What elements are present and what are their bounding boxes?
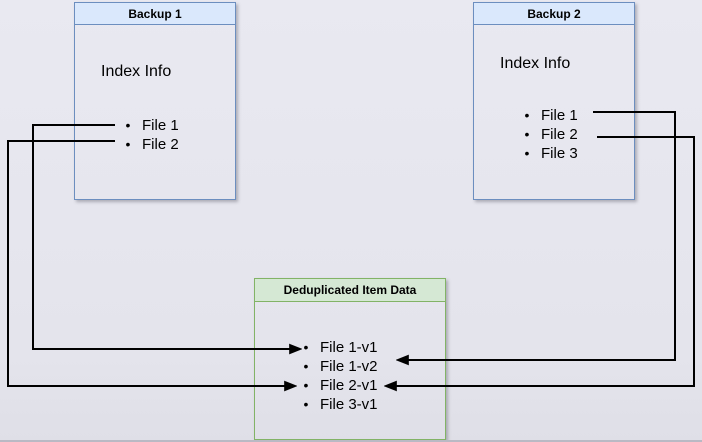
file-list-item: • File 1-v2	[299, 357, 378, 376]
file-list-item: • File 3	[520, 144, 578, 163]
bullet-icon: •	[125, 117, 131, 133]
file-label: File 1	[142, 117, 179, 134]
file-label: File 1	[541, 107, 578, 124]
bullet-icon: •	[524, 107, 530, 123]
bullet-icon: •	[125, 136, 131, 152]
file-label: File 1-v2	[320, 358, 378, 375]
backup1-box: Backup 1 Index Info • File 1 • File 2	[74, 2, 236, 200]
file-list-item: • File 1-v1	[299, 338, 378, 357]
file-list-item: • File 2	[520, 125, 578, 144]
file-list-item: • File 1	[520, 106, 578, 125]
dedup-box: Deduplicated Item Data • File 1-v1 • Fil…	[254, 278, 446, 440]
backup1-header: Backup 1	[75, 3, 235, 25]
file-label: File 3-v1	[320, 396, 378, 413]
backup2-box: Backup 2 Index Info • File 1 • File 2 • …	[473, 2, 635, 200]
bullet-icon: •	[303, 358, 309, 374]
file-list-item: • File 2-v1	[299, 376, 378, 395]
backup2-index-info-label: Index Info	[500, 55, 571, 72]
file-list-item: • File 2	[121, 135, 179, 154]
file-list-item: • File 1	[121, 116, 179, 135]
bullet-icon: •	[303, 339, 309, 355]
file-label: File 2	[541, 126, 578, 143]
backup2-title: Backup 2	[527, 6, 581, 21]
bullet-icon: •	[524, 145, 530, 161]
backup1-index-info-label: Index Info	[101, 63, 172, 80]
backup2-file-list: • File 1 • File 2 • File 3	[520, 106, 578, 163]
bullet-icon: •	[303, 377, 309, 393]
file-label: File 2-v1	[320, 377, 378, 394]
backup1-title: Backup 1	[128, 6, 182, 21]
file-label: File 1-v1	[320, 339, 378, 356]
file-list-item: • File 3-v1	[299, 395, 378, 414]
bullet-icon: •	[303, 396, 309, 412]
file-label: File 2	[142, 136, 179, 153]
window-bottom-edge	[0, 440, 702, 442]
backup2-header: Backup 2	[474, 3, 634, 25]
file-label: File 3	[541, 145, 578, 162]
dedup-file-list: • File 1-v1 • File 1-v2 • File 2-v1 • Fi…	[299, 338, 378, 414]
dedup-header: Deduplicated Item Data	[255, 279, 445, 302]
backup1-file-list: • File 1 • File 2	[121, 116, 179, 154]
bullet-icon: •	[524, 126, 530, 142]
dedup-title: Deduplicated Item Data	[283, 283, 417, 297]
